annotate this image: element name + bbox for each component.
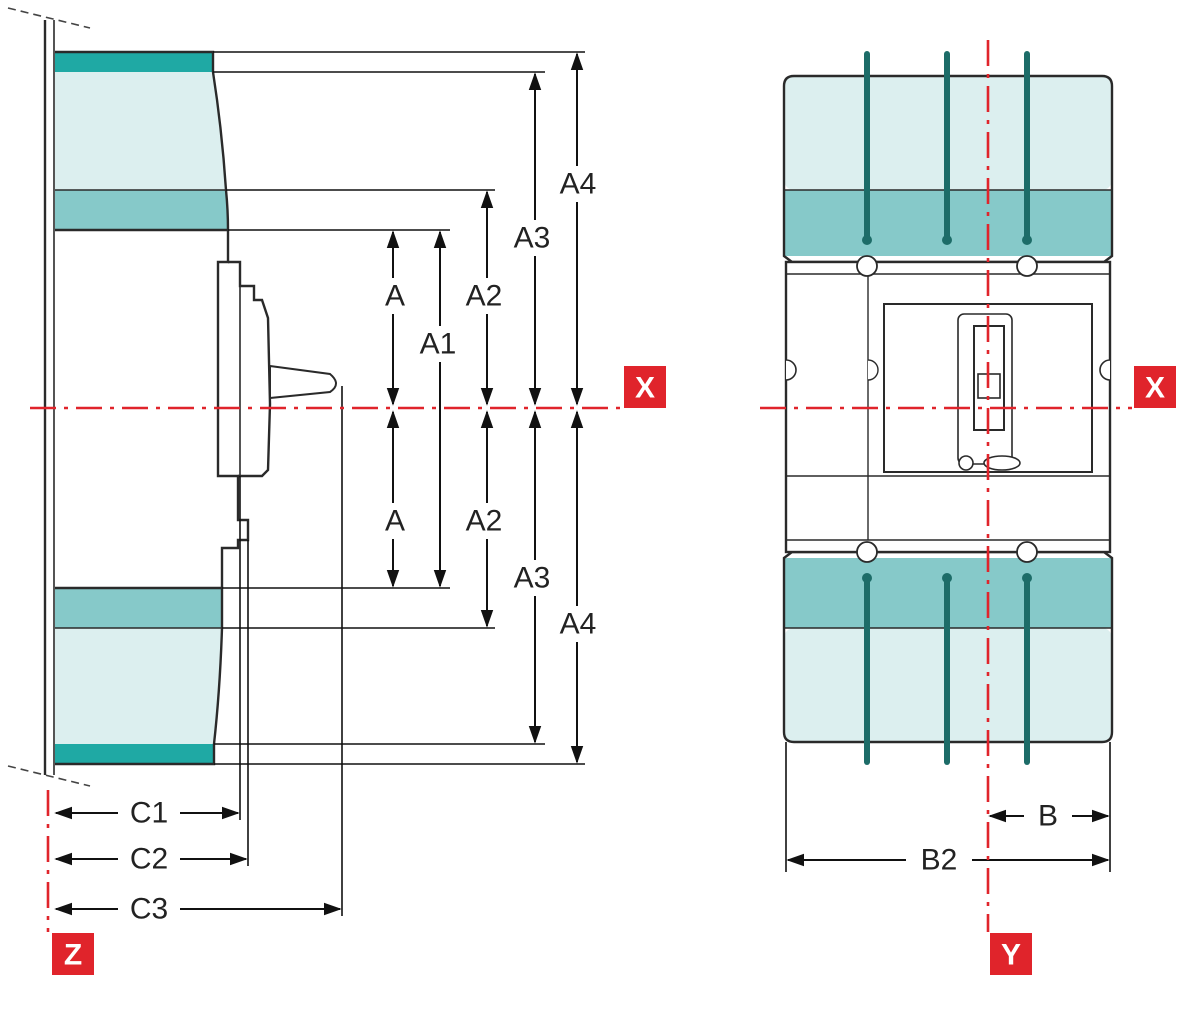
screw-hole-top-left bbox=[856, 255, 878, 277]
side-view: A A A1 A2 A2 A3 A3 A4 A4 C1 C2 C3 X bbox=[7, 7, 666, 975]
svg-text:Y: Y bbox=[1001, 939, 1021, 972]
front-view: B B2 X Y bbox=[760, 40, 1176, 975]
axis-x-label-side: X bbox=[624, 366, 666, 408]
dim-label-b: B bbox=[1038, 800, 1058, 833]
axis-y-label: Y bbox=[990, 933, 1032, 975]
screw-hole-bottom-left bbox=[856, 541, 878, 563]
reset-slot bbox=[983, 455, 1021, 471]
dim-label-a2-upper: A2 bbox=[466, 280, 503, 313]
dim-label-a3-lower: A3 bbox=[514, 562, 551, 595]
upper-terminal-band-top bbox=[55, 52, 213, 72]
dim-label-a4-upper: A4 bbox=[560, 168, 597, 201]
svg-text:Z: Z bbox=[64, 939, 82, 972]
dim-label-c1: C1 bbox=[130, 797, 168, 830]
lower-terminal-band-bottom bbox=[55, 744, 214, 764]
dim-label-a-lower: A bbox=[385, 505, 405, 538]
plate-break-top bbox=[7, 7, 91, 29]
operating-handle bbox=[269, 364, 337, 400]
breaker-body-profile bbox=[216, 230, 250, 588]
dim-label-b2: B2 bbox=[921, 844, 958, 877]
dim-label-a1: A1 bbox=[420, 328, 457, 361]
upper-terminal-lower-band bbox=[55, 190, 228, 230]
dim-label-a3-upper: A3 bbox=[514, 222, 551, 255]
upper-terminal-body bbox=[55, 72, 226, 190]
screw-hole-bottom-right bbox=[1016, 541, 1038, 563]
axis-x-label-front: X bbox=[1134, 366, 1176, 408]
screw-hole-top-right bbox=[1016, 255, 1038, 277]
dim-label-a2-lower: A2 bbox=[466, 505, 503, 538]
dim-label-c2: C2 bbox=[130, 843, 168, 876]
dim-label-a-upper: A bbox=[385, 280, 405, 313]
lower-terminal-upper-band bbox=[55, 588, 222, 628]
dim-label-a4-lower: A4 bbox=[560, 608, 597, 641]
dim-label-c3: C3 bbox=[130, 893, 168, 926]
svg-text:X: X bbox=[1145, 372, 1165, 405]
lower-terminal-body bbox=[55, 628, 222, 744]
svg-text:X: X bbox=[635, 372, 655, 405]
axis-z-label: Z bbox=[52, 933, 94, 975]
test-button bbox=[958, 455, 974, 471]
plate-break-bottom bbox=[7, 765, 91, 787]
